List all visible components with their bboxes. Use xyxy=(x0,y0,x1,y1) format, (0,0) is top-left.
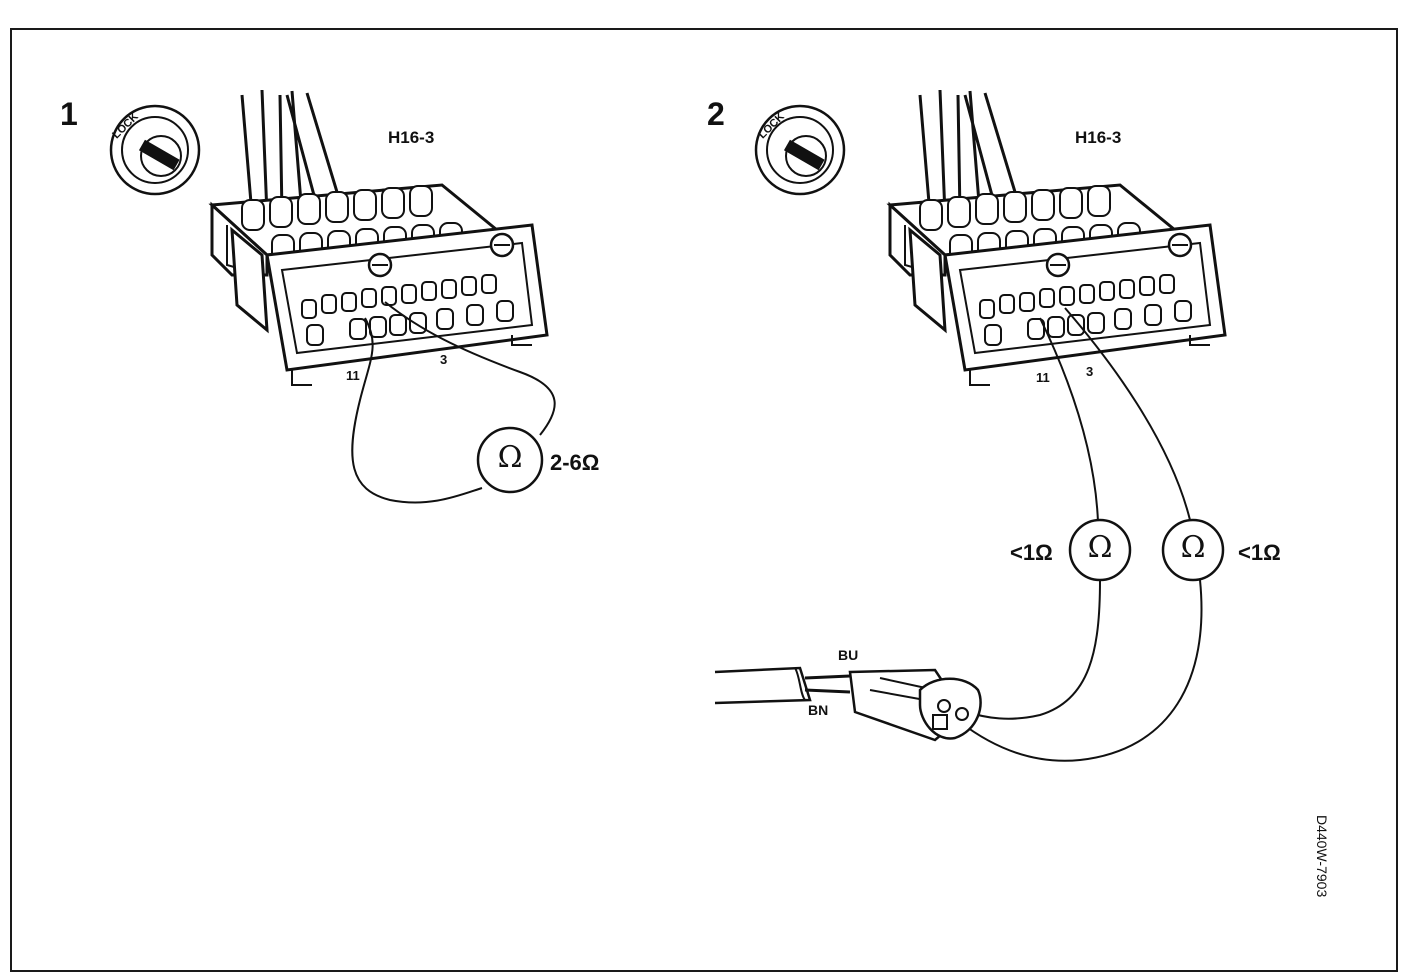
pin-label-3-panel-1: 3 xyxy=(440,352,448,367)
probe-lead-pin-11-panel-2 xyxy=(1039,317,1099,523)
connector-label-1: H16-3 xyxy=(388,128,435,147)
wire-label-bn: BN xyxy=(808,702,829,718)
sensor-plug xyxy=(714,666,982,742)
ohmmeter-icon-panel-2-right xyxy=(1161,518,1225,582)
ohm-symbol-panel-1: Ω xyxy=(497,440,523,475)
figure-code: D440W-7903 xyxy=(1314,815,1330,898)
meter-lead-to-bn-terminal xyxy=(959,579,1203,762)
probe-lead-pin-3-panel-2 xyxy=(1064,307,1191,521)
ohm-symbol-panel-2-right: Ω xyxy=(1180,530,1206,565)
connector-label-2: H16-3 xyxy=(1075,128,1122,147)
step-number-1: 1 xyxy=(60,96,78,132)
meter-lead-to-bu-terminal xyxy=(967,579,1101,720)
connector-h16-3-panel-2 xyxy=(888,88,1227,387)
step-number-2: 2 xyxy=(707,96,725,132)
reading-panel-1: 2-6Ω xyxy=(550,450,600,475)
ohm-symbol-panel-2-left: Ω xyxy=(1087,530,1113,565)
pin-label-11-panel-2: 11 xyxy=(1036,370,1050,385)
figure-border xyxy=(10,28,1398,972)
reading-panel-2-right: <1Ω xyxy=(1238,540,1281,565)
wire-label-bu: BU xyxy=(838,647,859,663)
probe-lead-pin-11-panel-1 xyxy=(351,317,483,504)
reading-panel-2-left: <1Ω xyxy=(1010,540,1053,565)
connector-h16-3-panel-1 xyxy=(210,88,549,387)
probe-lead-pin-3-panel-1 xyxy=(384,301,556,436)
pin-label-3-panel-2: 3 xyxy=(1086,364,1094,379)
pin-label-11-panel-1: 11 xyxy=(346,368,360,383)
ohmmeter-icon-panel-1 xyxy=(476,426,544,494)
